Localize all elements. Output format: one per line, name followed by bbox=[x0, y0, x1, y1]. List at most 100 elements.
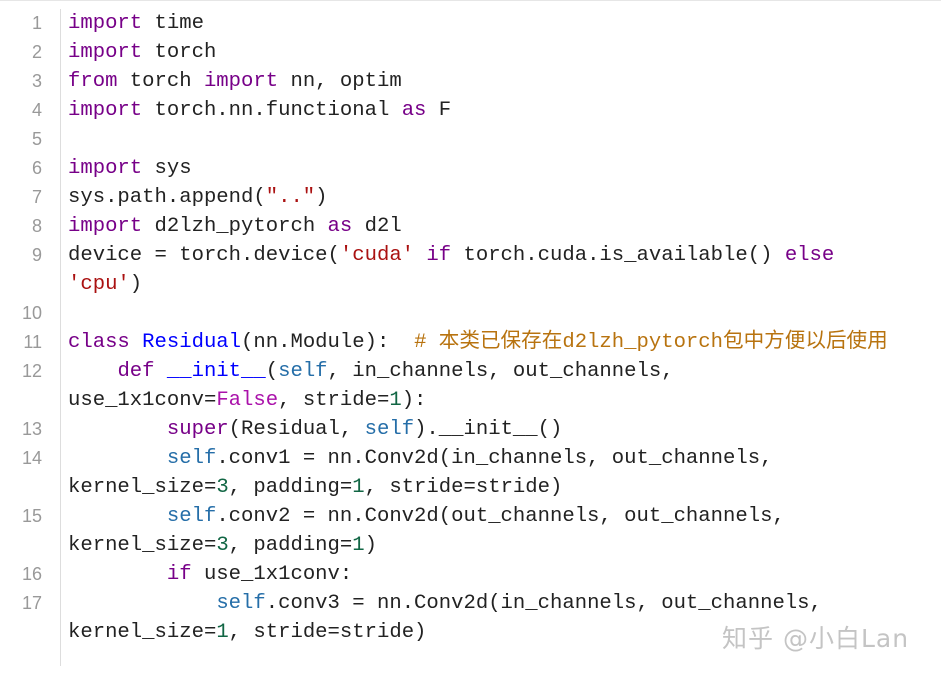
line-number: 17 bbox=[21, 593, 42, 613]
code-token: False bbox=[216, 389, 279, 412]
code-text: sys.path.append("..") bbox=[68, 183, 328, 212]
code-token: use_1x1conv: bbox=[191, 563, 353, 586]
code-token: import bbox=[68, 157, 143, 180]
line-number: 15 bbox=[21, 506, 42, 526]
code-text: 'cpu') bbox=[68, 270, 142, 299]
code-token: self bbox=[278, 360, 328, 383]
line-number: 12 bbox=[21, 361, 42, 381]
code-token: import bbox=[68, 99, 143, 122]
code-token: , padding= bbox=[228, 476, 353, 499]
code-token: (nn.Module): bbox=[241, 331, 415, 354]
line-number: 3 bbox=[31, 71, 42, 91]
code-text: self.conv1 = nn.Conv2d(in_channels, out_… bbox=[68, 444, 773, 473]
code-token: ".." bbox=[265, 186, 316, 209]
code-text: kernel_size=3, padding=1) bbox=[68, 531, 377, 560]
code-token: F bbox=[426, 99, 452, 122]
code-text: self.conv3 = nn.Conv2d(in_channels, out_… bbox=[68, 589, 822, 618]
code-token: d2l bbox=[352, 215, 402, 238]
line-number: 16 bbox=[21, 564, 42, 584]
code-token: torch bbox=[117, 70, 204, 93]
code-token: d2lzh_pytorch bbox=[142, 215, 328, 238]
code-token: if bbox=[166, 563, 192, 586]
code-token: 1 bbox=[352, 476, 365, 499]
code-token: class bbox=[68, 331, 130, 354]
code-text: kernel_size=3, padding=1, stride=stride) bbox=[68, 473, 562, 502]
code-token: else bbox=[784, 244, 835, 267]
code-token: 3 bbox=[216, 534, 229, 557]
code-token: 1 bbox=[389, 389, 402, 412]
code-token: , padding= bbox=[228, 534, 353, 557]
code-text: import torch bbox=[68, 38, 216, 67]
code-token: def bbox=[117, 360, 155, 383]
code-token: if bbox=[426, 244, 452, 267]
code-token: import bbox=[68, 12, 143, 35]
code-token: torch bbox=[142, 41, 217, 64]
code-token: kernel_size= bbox=[68, 476, 217, 499]
code-text: super(Residual, self).__init__() bbox=[68, 415, 563, 444]
code-text: if use_1x1conv: bbox=[68, 560, 352, 589]
code-token: , stride=stride) bbox=[228, 621, 427, 644]
code-token: # 本类已保存在d2lzh_pytorch包中方便以后使用 bbox=[414, 331, 888, 354]
code-text: def __init__(self, in_channels, out_chan… bbox=[68, 357, 674, 386]
code-token bbox=[68, 418, 167, 441]
watermark: 知乎 @小白Lan bbox=[722, 624, 910, 653]
code-token: , stride=stride) bbox=[364, 476, 563, 499]
code-token: Residual bbox=[142, 331, 242, 354]
line-number: 11 bbox=[23, 332, 42, 352]
code-token bbox=[68, 592, 216, 615]
code-token: self bbox=[216, 592, 266, 615]
line-number: 10 bbox=[21, 303, 42, 323]
code-text: self.conv2 = nn.Conv2d(out_channels, out… bbox=[68, 502, 785, 531]
code-token: as bbox=[327, 215, 353, 238]
line-number: 6 bbox=[31, 158, 42, 178]
code-token: ).__init__() bbox=[414, 418, 563, 441]
code-token bbox=[68, 505, 167, 528]
code-token: sys bbox=[142, 157, 192, 180]
code-token: kernel_size= bbox=[68, 621, 217, 644]
code-token: ): bbox=[401, 389, 427, 412]
code-text: import d2lzh_pytorch as d2l bbox=[68, 212, 402, 241]
code-token: ) bbox=[315, 186, 328, 209]
code-token: device = torch.device( bbox=[68, 244, 340, 267]
code-text: device = torch.device('cuda' if torch.cu… bbox=[68, 241, 834, 270]
code-token: use_1x1conv= bbox=[68, 389, 217, 412]
code-token: ( bbox=[265, 360, 279, 383]
code-token: import bbox=[203, 70, 279, 93]
code-token bbox=[130, 331, 142, 354]
code-token bbox=[68, 563, 167, 586]
code-token: import bbox=[68, 41, 143, 64]
code-token: self bbox=[166, 447, 217, 470]
code-token: self bbox=[166, 505, 217, 528]
code-text: class Residual(nn.Module): # 本类已保存在d2lzh… bbox=[68, 328, 888, 357]
code-text: import torch.nn.functional as F bbox=[68, 96, 451, 125]
code-token: sys.path.append( bbox=[68, 186, 266, 209]
line-number: 1 bbox=[31, 13, 42, 33]
code-token: super bbox=[166, 418, 229, 441]
code-text: use_1x1conv=False, stride=1): bbox=[68, 386, 426, 415]
code-token bbox=[155, 360, 167, 383]
code-token: time bbox=[142, 12, 204, 35]
line-number: 8 bbox=[31, 216, 42, 236]
code-token: __init__ bbox=[166, 360, 266, 383]
gutter-divider bbox=[60, 9, 61, 666]
code-token bbox=[68, 447, 167, 470]
line-number: 5 bbox=[31, 129, 42, 149]
code-token: ) bbox=[364, 534, 377, 557]
code-token: kernel_size= bbox=[68, 534, 217, 557]
code-text: import time bbox=[68, 9, 204, 38]
code-token bbox=[68, 360, 117, 383]
line-number: 13 bbox=[21, 419, 42, 439]
code-token: ) bbox=[129, 273, 143, 296]
code-token: nn, optim bbox=[278, 70, 402, 93]
code-token: as bbox=[401, 99, 427, 122]
code-token: 1 bbox=[352, 534, 365, 557]
code-token: (Residual, bbox=[228, 418, 365, 441]
code-token: .conv2 = nn.Conv2d(out_channels, out_cha… bbox=[216, 505, 785, 528]
code-token: , in_channels, out_channels, bbox=[327, 360, 674, 383]
code-token: torch.nn.functional bbox=[142, 99, 402, 122]
code-token: 'cpu' bbox=[68, 273, 130, 296]
code-token: , stride= bbox=[278, 389, 390, 412]
code-token: self bbox=[364, 418, 415, 441]
code-text: from torch import nn, optim bbox=[68, 67, 402, 96]
